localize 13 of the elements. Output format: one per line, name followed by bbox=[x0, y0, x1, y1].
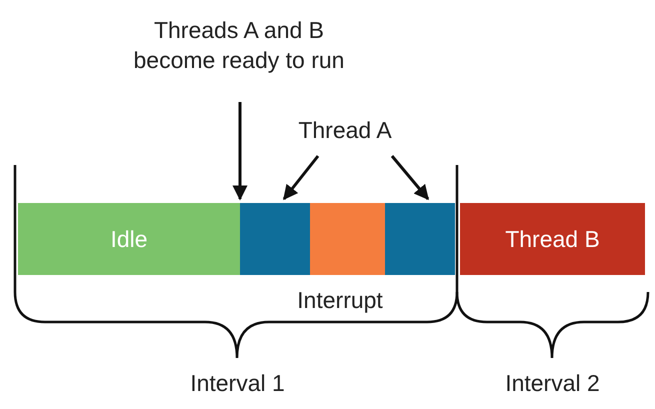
idle-segment: Idle bbox=[18, 203, 240, 275]
interrupt-segment bbox=[310, 203, 385, 275]
interval-label: Interval 2 bbox=[504, 369, 601, 398]
thread-segment bbox=[240, 203, 310, 275]
annotation-text: Thread A bbox=[280, 112, 410, 148]
segment-label: Interrupt bbox=[296, 286, 384, 315]
interval-label: Interval 1 bbox=[189, 369, 286, 398]
annotation-text: Threads A and B become ready to run bbox=[120, 10, 358, 80]
arrow bbox=[232, 102, 248, 200]
thread-segment bbox=[385, 203, 455, 275]
arrow bbox=[282, 155, 320, 200]
thread-segment: Thread B bbox=[460, 203, 645, 275]
arrow bbox=[390, 155, 430, 200]
